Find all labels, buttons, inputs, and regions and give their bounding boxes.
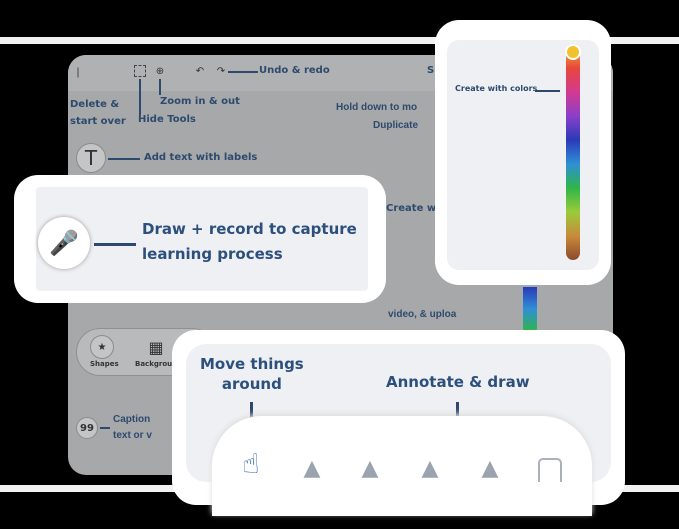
delete-icon[interactable]: ❘ — [73, 66, 83, 78]
delete-label: Delete & start over — [70, 99, 126, 127]
caption-button[interactable]: 99 — [76, 417, 98, 439]
mic-callout-text-1: Draw + record to capture — [142, 220, 357, 238]
spray-icon[interactable]: ▲ — [481, 455, 499, 481]
background-label: Backgrou — [135, 360, 173, 368]
video-upload-label: video, & uploa — [388, 309, 457, 320]
zoom-icon[interactable]: ⊕ — [155, 65, 165, 77]
undo-redo-label: Undo & redo — [259, 65, 330, 76]
eraser-icon[interactable] — [538, 458, 562, 482]
shapes-label: Shapes — [90, 360, 119, 368]
color-arrow — [535, 90, 560, 92]
caption-label-1: Caption — [113, 414, 151, 425]
microphone-button[interactable]: 🎤 — [38, 217, 90, 269]
color-bar-partial — [523, 287, 537, 331]
text-tool-button[interactable]: T — [76, 143, 106, 173]
mic-callout-text-2: learning process — [142, 245, 283, 263]
hold-down-label: Hold down to mo — [336, 102, 418, 113]
hide-tools-label: Hide Tools — [138, 114, 196, 125]
hide-tools-icon[interactable] — [134, 65, 146, 77]
caption-arrow — [100, 427, 110, 429]
top-right-letter: S — [427, 65, 435, 76]
mic-callout-inner — [36, 187, 368, 291]
move-hand-icon[interactable]: ☝ — [242, 446, 260, 480]
color-callout: Create with colors — [435, 20, 611, 285]
mic-callout: 🎤 Draw + record to capture learning proc… — [14, 175, 386, 303]
color-slider[interactable] — [566, 44, 580, 260]
color-callout-label: Create with colors — [455, 84, 538, 93]
zoom-label: Zoom in & out — [160, 96, 240, 107]
highlighter-icon[interactable]: ▲ — [421, 455, 439, 481]
undo-arrow — [228, 71, 258, 73]
undo-icon[interactable]: ↶ — [195, 65, 205, 77]
pen-icon[interactable]: ▲ — [303, 455, 321, 481]
background-icon[interactable]: ▦ — [148, 337, 164, 357]
tool-tray — [212, 416, 592, 516]
create-with-label: Create wi — [386, 203, 440, 214]
move-label: Move things around — [200, 355, 304, 393]
top-band — [0, 37, 679, 44]
color-slider-handle[interactable] — [565, 44, 581, 60]
hide-tools-arrow — [139, 79, 141, 115]
caption-label-2: text or v — [113, 430, 152, 441]
shapes-icon[interactable]: ★ — [90, 335, 114, 359]
marker-icon[interactable]: ▲ — [361, 455, 379, 481]
annotate-label: Annotate & draw — [386, 373, 530, 391]
mic-arrow — [94, 243, 136, 246]
redo-icon[interactable]: ↷ — [216, 65, 226, 77]
bottom-callout: Move things around Annotate & draw ☝ ▲ ▲… — [172, 330, 625, 516]
text-arrow — [108, 158, 140, 160]
zoom-arrow — [159, 79, 161, 95]
add-text-label: Add text with labels — [144, 152, 258, 163]
duplicate-label: Duplicate — [373, 120, 419, 131]
